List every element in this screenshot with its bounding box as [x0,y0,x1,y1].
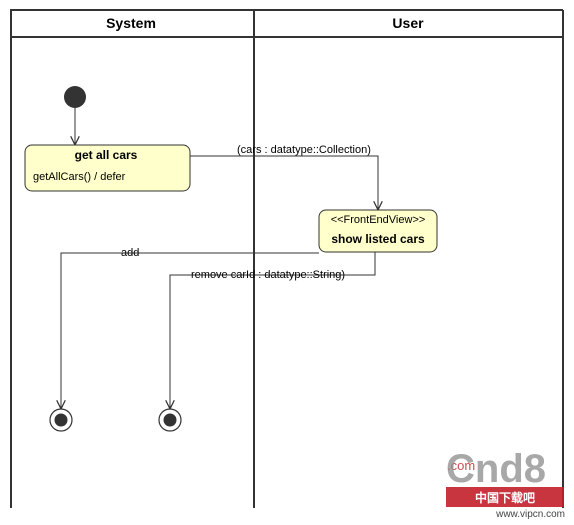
action-show-listed-cars[interactable]: <<FrontEndView>> show listed cars [318,209,438,253]
watermark-brand: Cnd8 [446,447,546,491]
watermark-banner [446,487,564,507]
watermark-logo: .com Cnd8 中国下载吧 www.vipcn.com [446,447,565,520]
final-node-remove[interactable] [158,408,182,432]
flow-cars-label: (cars : datatype::Collection) [237,144,371,156]
swimlane-system-title: System [106,15,156,31]
action-show-listed-cars-title: show listed cars [331,232,425,246]
watermark-subtitle: 中国下载吧 [475,490,535,505]
watermark-com: .com [447,458,475,473]
flow-cars[interactable] [190,155,378,209]
watermark-url: www.vipcn.com [495,509,565,520]
swimlane-frame [10,9,564,508]
flow-remove-label: remove carId : datatype::String) [191,269,345,281]
initial-node[interactable] [64,86,86,108]
action-get-all-cars-box[interactable] [24,144,191,192]
final-node-add[interactable] [49,408,73,432]
action-show-listed-cars-box[interactable] [318,209,438,253]
flow-add[interactable] [61,252,319,408]
final-node-add-dot [54,413,68,427]
flow-add-label: add [121,247,139,259]
final-node-remove-dot [163,413,177,427]
action-get-all-cars-title: get all cars [75,148,138,162]
action-get-all-cars[interactable]: get all cars getAllCars() / defer [24,144,191,192]
action-show-listed-cars-stereotype: <<FrontEndView>> [331,214,426,226]
swimlane-user-title: User [392,15,424,31]
action-get-all-cars-behavior: getAllCars() / defer [33,171,126,183]
flow-remove[interactable] [170,252,376,408]
